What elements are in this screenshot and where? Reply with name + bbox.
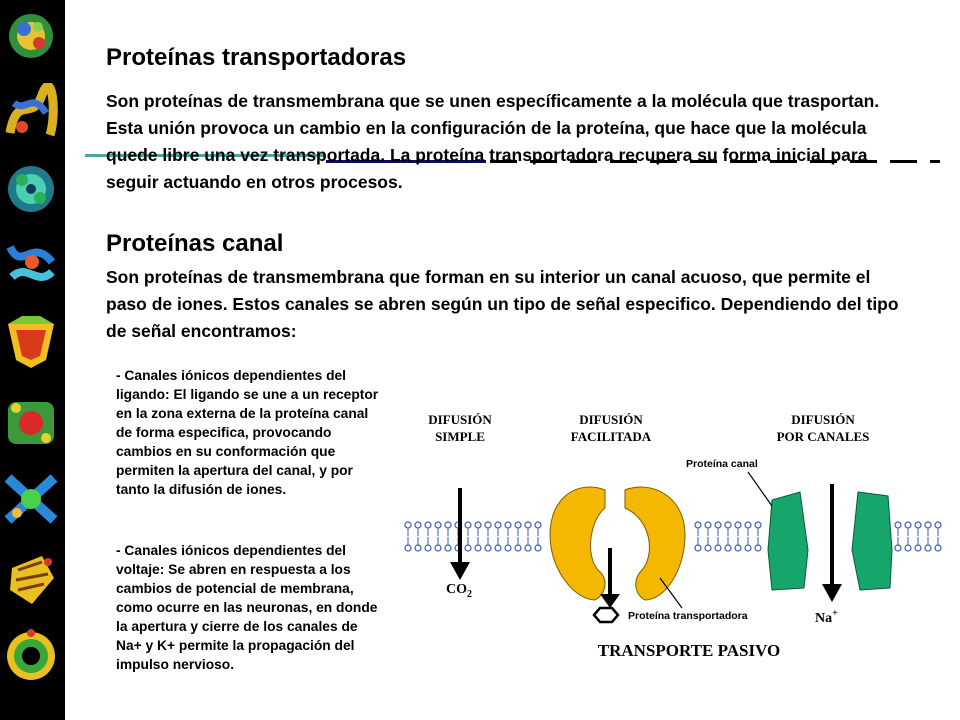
protein-image-strip [0,0,65,720]
col3-title-line2: POR CANALES [777,429,870,444]
carrier-protein-left [549,486,606,601]
protein-structure-icon [7,629,55,680]
lipid-head [504,544,512,552]
lipid-head [894,521,902,529]
lipid-head [534,521,542,529]
lipid-head [714,544,722,552]
lipid-head [414,521,422,529]
lipid-head [444,521,452,529]
decorative-line [85,154,325,157]
diagram-footer-title: TRANSPORTE PASIVO [598,641,780,660]
protein-structure-icon [9,14,53,58]
decorative-dashed-line [490,160,940,163]
channel-arrow-head [822,584,842,602]
protein-structure-icon [8,166,54,212]
lipid-head [444,544,452,552]
lipid-head [434,521,442,529]
protein-structure-icon [6,244,56,281]
section-title-canal: Proteínas canal [106,230,284,257]
co2-label: CO2 [446,582,472,600]
lipid-head [734,521,742,529]
col1-title-line1: DIFUSIÓN [428,412,492,427]
protein-structure-icon [5,83,58,137]
lipid-head [534,544,542,552]
lipid-head [754,544,762,552]
protein-structure-icon [10,556,54,604]
protein-structure-icon [4,474,58,524]
lipid-head [894,544,902,552]
lipid-head [744,521,752,529]
bullet-voltaje: - Canales iónicos dependientes del volta… [116,543,378,672]
col1-title-line2: SIMPLE [435,429,485,444]
co2-arrow-head [450,562,470,580]
molecule-hexagon-icon [592,606,620,624]
lipid-head [404,521,412,529]
lipid-head [724,544,732,552]
lipid-head [514,544,522,552]
lipid-head [694,544,702,552]
col2-title-line2: FACILITADA [571,429,652,444]
carrier-protein-right [624,486,686,601]
lipid-head [734,544,742,552]
col2-title-line1: DIFUSIÓN [579,412,643,427]
decorative-line [326,160,486,163]
lipid-head [914,544,922,552]
label-proteina-canal: Proteína canal [686,458,758,470]
protein-structure-icon [8,316,54,368]
protein-structure-icon [8,402,54,444]
lipid-head [464,544,472,552]
lipid-head [424,521,432,529]
lipid-head [714,521,722,529]
lipid-head [754,521,762,529]
lipid-head [924,521,932,529]
lipid-head [724,521,732,529]
na-label: Na+ [815,608,838,626]
lipid-head [744,544,752,552]
lipid-head [494,521,502,529]
lipid-head [484,521,492,529]
lipid-head [464,521,472,529]
section-text-transportadoras: Son proteínas de transmembrana que se un… [106,91,880,192]
carrier-arrow-head [600,594,620,608]
lipid-head [924,544,932,552]
label-transportadora-pointer [659,577,683,609]
lipid-head [424,544,432,552]
lipid-head [484,544,492,552]
lipid-head [904,544,912,552]
lipid-head [904,521,912,529]
col3-title-line1: DIFUSIÓN [791,412,855,427]
lipid-head [704,521,712,529]
lipid-head [704,544,712,552]
bullet-ligando: - Canales iónicos dependientes del ligan… [116,368,379,497]
lipid-head [404,544,412,552]
channel-protein-right [851,491,893,591]
section-title-transportadoras: Proteínas transportadoras [106,44,407,71]
lipid-head [934,544,942,552]
lipid-head [474,521,482,529]
lipid-head [524,521,532,529]
lipid-head [434,544,442,552]
passive-transport-diagram: DIFUSIÓN SIMPLE DIFUSIÓN FACILITADA DIFU… [404,412,942,660]
label-proteina-transportadora: Proteína transportadora [628,610,748,622]
lipid-head [514,521,522,529]
section-text-canal: Son proteínas de transmembrana que forma… [106,267,899,341]
lipid-head [694,521,702,529]
lipid-head [504,521,512,529]
label-canal-pointer [747,471,773,507]
lipid-head [474,544,482,552]
channel-protein-left [767,491,809,591]
lipid-head [934,521,942,529]
lipid-head [914,521,922,529]
lipid-head [414,544,422,552]
lipid-head [494,544,502,552]
lipid-head [524,544,532,552]
